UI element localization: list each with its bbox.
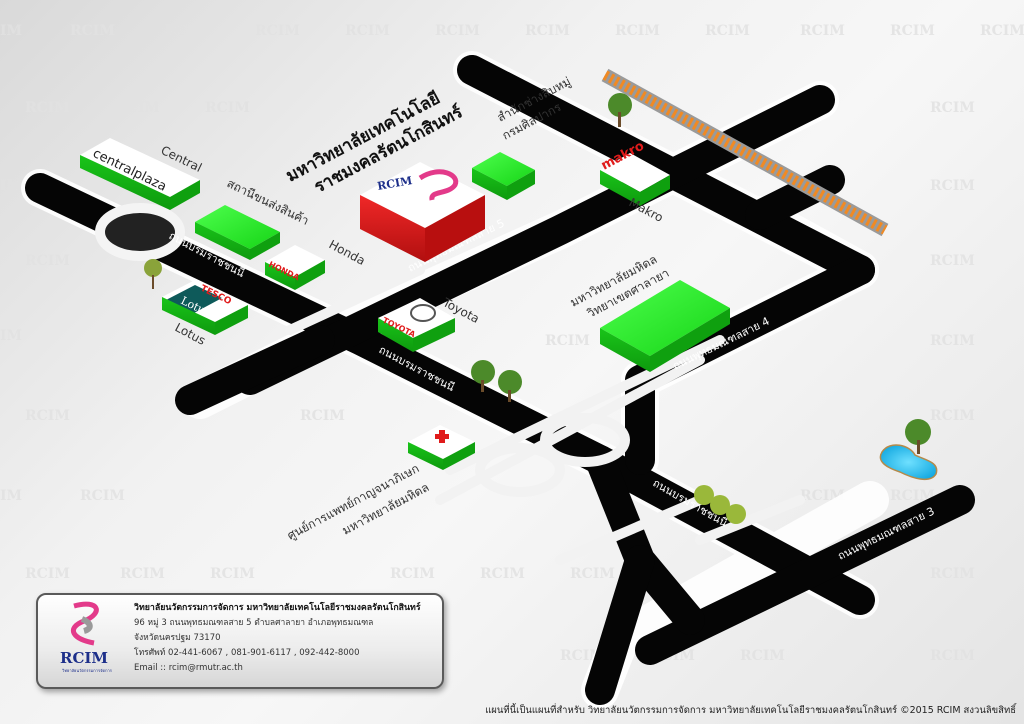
svg-text:RCIM: RCIM — [25, 408, 70, 424]
svg-text:RCIM: RCIM — [70, 23, 115, 39]
watermark-grid: IM RCIM RCIM RCIM RCIM RCIM RCIM RCIM RCIM RCIM RC… — [0, 23, 1024, 664]
tree-icon — [905, 419, 931, 454]
svg-text:RCIM: RCIM — [930, 253, 975, 269]
svg-text:RCIM: RCIM — [740, 648, 785, 664]
tree-icon — [471, 360, 495, 392]
svg-text:IM: IM — [0, 23, 22, 39]
svg-text:RCIM: RCIM — [345, 23, 390, 39]
svg-text:IM: IM — [0, 328, 22, 344]
svg-text:RCIM: RCIM — [980, 23, 1024, 39]
phone-numbers: โทรศัพท์ 02-441-6067 , 081-901-6117 , 09… — [134, 648, 360, 658]
svg-text:RCIM: RCIM — [930, 408, 975, 424]
svg-text:RCIM: RCIM — [255, 23, 300, 39]
address-line2: จังหวัดนครปฐม 73170 — [134, 633, 221, 643]
tree-icon — [694, 485, 746, 524]
svg-text:RCIM: RCIM — [545, 333, 590, 349]
address-line1: 96 หมู่ 3 ถนนพุทธมณฑลสาย 5 ตำบลศาลายา อำ… — [134, 618, 374, 628]
svg-text:RCIM: RCIM — [930, 333, 975, 349]
tree-icon — [144, 259, 162, 289]
svg-text:RCIM: RCIM — [25, 253, 70, 269]
tree-icon — [498, 370, 522, 402]
tree-icon — [608, 93, 632, 127]
svg-text:RCIM: RCIM — [300, 408, 345, 424]
svg-text:RCIM: RCIM — [930, 566, 975, 582]
svg-text:RCIM: RCIM — [705, 23, 750, 39]
svg-text:IM: IM — [0, 178, 22, 194]
logo-subtext: วิทยาลัยนวัตกรรมการจัดการ — [62, 668, 112, 673]
email-link[interactable]: Email :: rcim@rmutr.ac.th — [134, 663, 243, 673]
svg-text:RCIM: RCIM — [390, 566, 435, 582]
svg-text:RCIM: RCIM — [205, 100, 250, 116]
building-hospital[interactable] — [408, 425, 475, 470]
pool-icon — [879, 444, 938, 481]
svg-text:IM: IM — [0, 488, 22, 504]
building-distribution-center[interactable] — [195, 205, 280, 260]
building-honda[interactable]: HONDA — [265, 245, 325, 290]
svg-text:RCIM: RCIM — [930, 100, 975, 116]
trees — [144, 93, 931, 524]
svg-text:RCIM: RCIM — [115, 100, 160, 116]
svg-text:RCIM: RCIM — [930, 648, 975, 664]
building-mahidol-salaya[interactable] — [600, 280, 730, 372]
rcim-swirl-icon — [70, 601, 99, 646]
logo-text: RCIM — [60, 649, 109, 667]
svg-text:RCIM: RCIM — [800, 23, 845, 39]
building-fine-arts-office[interactable] — [472, 152, 535, 200]
svg-text:RCIM: RCIM — [615, 23, 660, 39]
svg-text:RCIM: RCIM — [890, 23, 935, 39]
building-central-plaza[interactable]: centralplaza — [80, 138, 200, 210]
red-cross-icon — [435, 430, 449, 443]
svg-text:RCIM: RCIM — [25, 566, 70, 582]
building-rcim[interactable]: RCIM — [360, 162, 485, 262]
honda-label: Honda — [327, 237, 368, 268]
railway-track — [601, 68, 889, 237]
contact-info-card: RCIM วิทยาลัยนวัตกรรมการจัดการ วิทยาลัยน… — [36, 593, 444, 689]
org-name: วิทยาลัยนวัตกรรมการจัดการ มหาวิทยาลัยเทค… — [134, 603, 421, 613]
svg-text:RCIM: RCIM — [525, 23, 570, 39]
rcim-logo: RCIM วิทยาลัยนวัตกรรมการจัดการ — [44, 601, 128, 681]
rcim-building-logo: RCIM — [376, 174, 413, 193]
svg-text:RCIM: RCIM — [480, 566, 525, 582]
svg-text:RCIM: RCIM — [120, 566, 165, 582]
svg-text:RCIM: RCIM — [890, 488, 935, 504]
building-tesco-lotus[interactable]: TESCO Lotus — [162, 280, 248, 335]
svg-text:RCIM: RCIM — [210, 566, 255, 582]
svg-text:RCIM: RCIM — [930, 178, 975, 194]
svg-text:RCIM: RCIM — [80, 488, 125, 504]
copyright-footer: แผนที่นี้เป็นแผนที่สำหรับ วิทยาลัยนวัตกร… — [485, 705, 1016, 716]
svg-text:RCIM: RCIM — [165, 23, 210, 39]
svg-text:RCIM: RCIM — [25, 100, 70, 116]
building-toyota[interactable]: TOYOTA — [378, 298, 455, 352]
svg-text:RCIM: RCIM — [435, 23, 480, 39]
svg-text:RCIM: RCIM — [570, 566, 615, 582]
